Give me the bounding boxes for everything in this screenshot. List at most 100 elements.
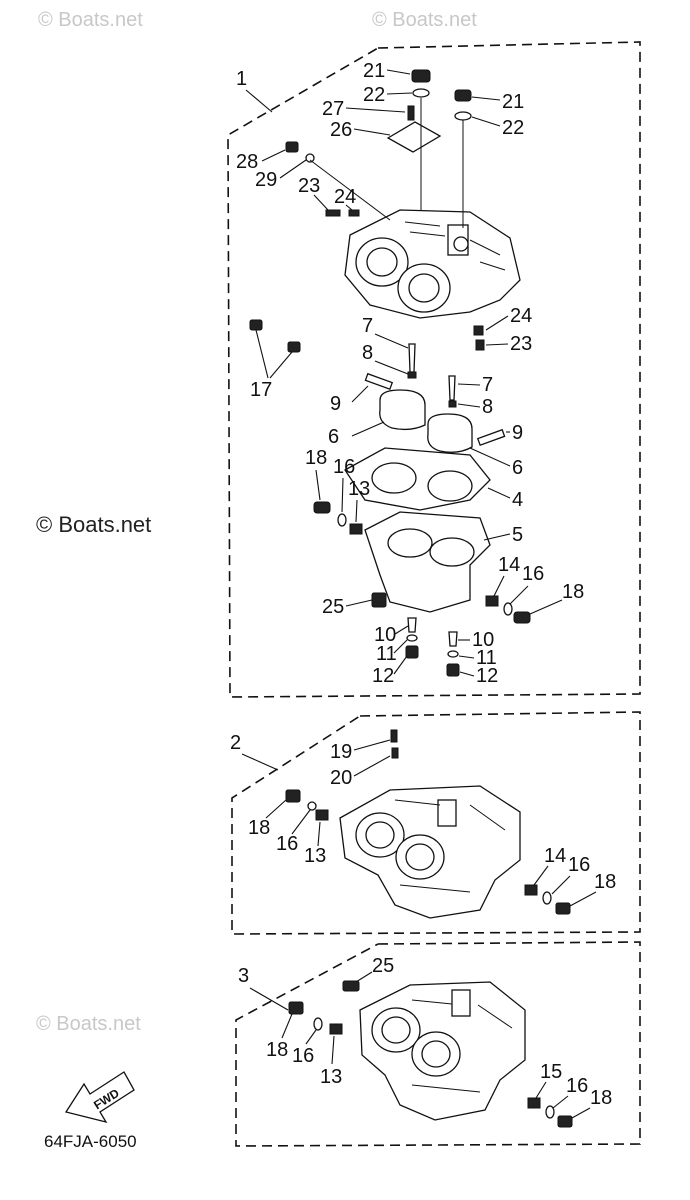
- screw-icon: [287, 341, 301, 353]
- plug-icon: [411, 69, 431, 83]
- screw-icon: [390, 729, 398, 743]
- needle-icon: [408, 343, 416, 373]
- part-callout: 24: [510, 305, 532, 327]
- part-callout: 18: [305, 447, 327, 469]
- document-code: 64FJA-6050: [44, 1132, 137, 1151]
- part-callout: 13: [304, 845, 326, 867]
- jet-icon: [524, 884, 538, 896]
- washer-icon: [454, 111, 472, 121]
- part-callout: 16: [333, 456, 355, 478]
- screw-icon: [288, 1001, 304, 1015]
- cover-plate-icon: [386, 121, 442, 153]
- jet-icon: [448, 631, 458, 647]
- part-callout: 10: [472, 629, 494, 651]
- plug-icon: [446, 663, 460, 677]
- part-callout: 12: [476, 665, 498, 687]
- part-callout: 19: [330, 741, 352, 763]
- part-callout: 11: [476, 647, 497, 669]
- part-callout: 16: [292, 1045, 314, 1067]
- part-callout: 21: [363, 60, 385, 82]
- part-callout: 5: [512, 524, 523, 546]
- assembly-group-2: 2 19 20 18 16 13 14 16 18: [230, 711, 641, 935]
- fwd-arrow-icon: FWD: [64, 1071, 135, 1124]
- part-callout: 13: [348, 478, 370, 500]
- spring-icon: [473, 325, 484, 336]
- part-callout: 18: [594, 871, 616, 893]
- assembly-number: 1: [236, 68, 247, 90]
- jet-icon: [349, 523, 363, 535]
- washer-icon: [307, 801, 317, 811]
- part-callout: 17: [250, 379, 272, 401]
- drain-screw-icon: [313, 501, 331, 514]
- float-icon: [427, 413, 473, 453]
- screw-icon: [555, 902, 571, 915]
- o-ring-icon: [447, 650, 459, 658]
- part-callout: 8: [482, 396, 493, 418]
- part-callout: 16: [566, 1075, 588, 1097]
- assembly-number: 3: [238, 965, 249, 987]
- washer-icon: [545, 1105, 555, 1119]
- part-callout: 23: [298, 175, 320, 197]
- screw-icon: [249, 319, 263, 331]
- part-callout: 23: [510, 333, 532, 355]
- screw-icon: [407, 105, 415, 121]
- screw-icon: [557, 1115, 573, 1128]
- part-callout: 18: [590, 1087, 612, 1109]
- part-callout: 9: [512, 422, 523, 444]
- part-callout: 21: [502, 91, 524, 113]
- washer-icon: [337, 513, 347, 527]
- part-callout: 9: [330, 393, 341, 415]
- assembly-number: 2: [230, 732, 241, 754]
- part-callout: 16: [276, 833, 298, 855]
- part-callout: 11: [376, 643, 397, 665]
- float-icon: [379, 389, 426, 431]
- assembly-group-1: 1: [227, 41, 641, 698]
- jet-icon: [527, 1097, 541, 1109]
- part-callout: 7: [362, 315, 373, 337]
- part-callout: 18: [562, 581, 584, 603]
- part-callout: 4: [512, 489, 523, 511]
- group-2-boundary: [231, 711, 641, 935]
- jet-icon: [407, 617, 417, 633]
- clip-icon: [448, 400, 457, 408]
- screw-icon: [371, 592, 387, 608]
- o-ring-icon: [406, 634, 418, 642]
- washer-icon: [503, 602, 513, 616]
- drain-screw-icon: [513, 611, 531, 624]
- washer-icon: [313, 1017, 323, 1031]
- plug-icon: [454, 89, 472, 102]
- part-callout: 29: [255, 169, 277, 191]
- watermark: © Boats.net: [36, 512, 151, 537]
- screw-icon: [285, 141, 299, 153]
- assembly-group-3: 3 25 18 16 13 15 16 18: [235, 941, 641, 1147]
- washer-icon: [542, 891, 552, 905]
- part-callout: 24: [334, 186, 356, 208]
- part-callout: 22: [363, 84, 385, 106]
- carburetor-assembly-icon: [339, 785, 521, 919]
- part-callout: 12: [372, 665, 394, 687]
- washer-icon: [412, 88, 430, 98]
- part-callout: 8: [362, 342, 373, 364]
- pin-icon: [476, 428, 506, 447]
- part-callout: 26: [330, 119, 352, 141]
- screw-icon: [285, 789, 301, 803]
- spring-icon: [391, 747, 399, 759]
- part-callout: 18: [266, 1039, 288, 1061]
- screw-icon: [342, 980, 360, 992]
- float-chamber-icon: [364, 511, 491, 613]
- part-callout: 15: [540, 1061, 562, 1083]
- plug-icon: [405, 645, 419, 659]
- jet-icon: [485, 595, 499, 607]
- part-callout: 14: [498, 554, 520, 576]
- part-callout: 27: [322, 98, 344, 120]
- part-callout: 22: [502, 117, 524, 139]
- watermark: © Boats.net: [372, 9, 477, 31]
- part-callout: 10: [374, 624, 396, 646]
- part-callout: 20: [330, 767, 352, 789]
- watermark: © Boats.net: [38, 9, 143, 31]
- screw-icon: [325, 209, 341, 217]
- part-callout: 18: [248, 817, 270, 839]
- screw-icon: [475, 339, 485, 351]
- jet-icon: [315, 809, 329, 821]
- part-callout: 16: [568, 854, 590, 876]
